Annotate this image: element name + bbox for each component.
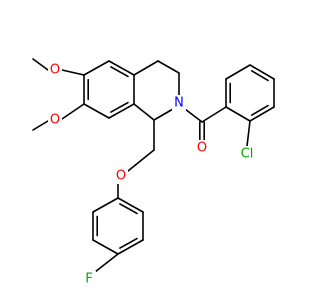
bond-c1-c8a — [133, 103, 155, 121]
bond-c3-c4-f — [117, 239, 144, 255]
atom-label-n-ring: N — [174, 96, 184, 111]
bond-b5-b6-inner — [250, 104, 269, 116]
bond-a4-a5 — [83, 103, 110, 119]
atom-f-substituent: F — [82, 271, 96, 287]
atom-label-o-carbonyl: O — [197, 141, 207, 156]
atom-o-ether: O — [114, 168, 128, 184]
bond-b2-b3 — [225, 64, 251, 80]
atom-cl-substituent: Cl — [236, 146, 258, 162]
bond-c1-c2-f — [117, 197, 144, 213]
bond-b3-b4-inner — [250, 70, 269, 82]
bond-b5-b6 — [249, 106, 275, 122]
bond-c4-c5-f — [92, 239, 119, 255]
bond-aryl-f — [94, 253, 119, 273]
bond-a6-a1 — [83, 60, 110, 76]
atom-o-carbonyl: O — [195, 140, 209, 156]
bond-o-methyl-lower — [32, 120, 49, 131]
atom-label-o-methoxy-upper: O — [50, 63, 60, 78]
bond-ch2-o — [127, 149, 155, 172]
molecule-diagram: O O N O Cl O F — [32, 58, 275, 287]
bond-c4-c3 — [157, 60, 180, 74]
bond-n-c1 — [153, 108, 174, 121]
bond-c4a-c4 — [133, 60, 159, 76]
atom-label-o-methoxy-lower: O — [50, 113, 60, 128]
bond-n-carbonyl — [184, 108, 203, 123]
bond-c6-c1-f — [92, 197, 119, 213]
bond-c3-c4-f-inner — [119, 237, 138, 249]
bond-carbonyl-aryl — [201, 106, 227, 123]
bond-layer — [32, 58, 275, 273]
bond-b3-b4 — [249, 64, 275, 80]
atom-o-methoxy-upper: O — [48, 62, 62, 78]
structure-drawing: O O N O Cl O F — [32, 58, 275, 287]
bond-a1-a2-inner — [110, 66, 129, 78]
atom-label-cl-substituent: Cl — [241, 147, 254, 162]
bond-o-methyl-upper — [32, 58, 49, 71]
atom-o-methoxy-lower: O — [48, 112, 62, 128]
bond-a3-a4 — [108, 103, 135, 119]
atom-label-o-ether: O — [116, 169, 126, 184]
bond-a3-a4-inner — [110, 101, 129, 113]
bond-aryl-cl — [246, 120, 251, 147]
bond-a1-a2 — [108, 60, 135, 76]
atom-n-ring: N — [172, 95, 186, 111]
bond-b6-b1 — [225, 106, 251, 122]
bond-ring-o-upper — [61, 69, 85, 76]
bond-c1-c2-f-inner — [119, 203, 138, 215]
bond-ring-o-lower — [61, 103, 85, 120]
atom-label-f-substituent: F — [85, 272, 92, 287]
